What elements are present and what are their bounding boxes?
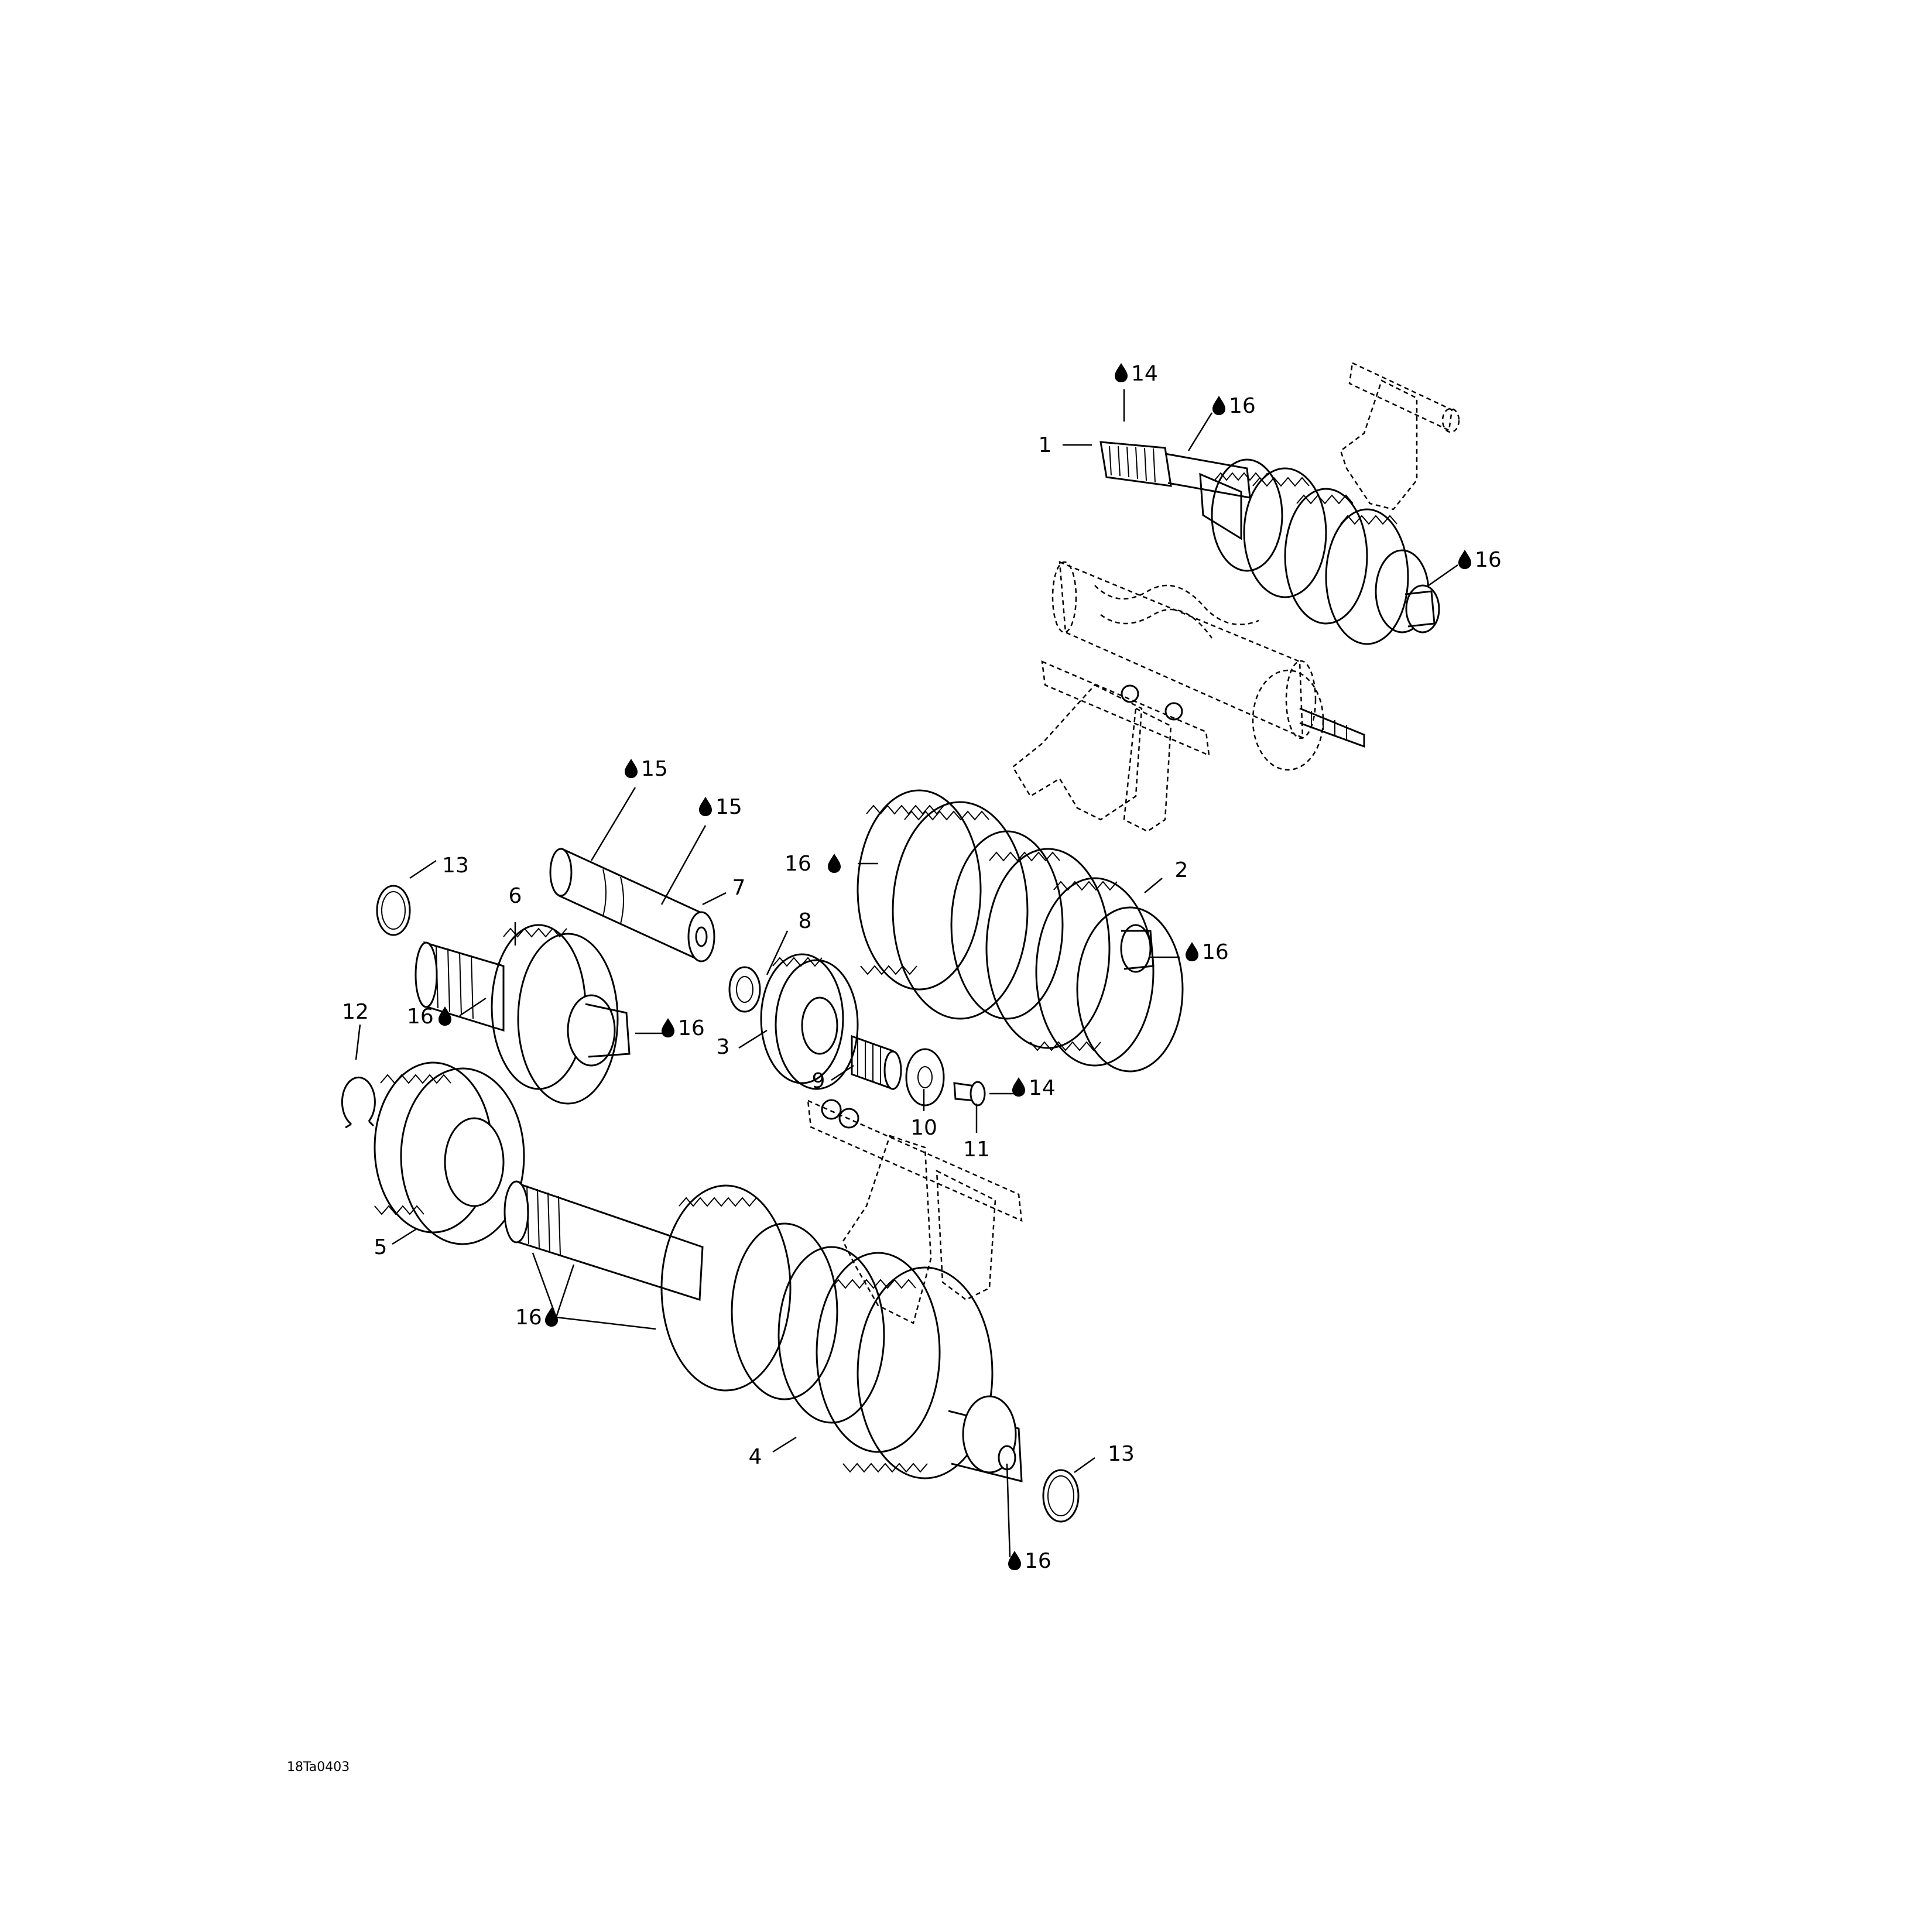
drop-icon — [545, 1307, 558, 1327]
callout-16-output-end: 16 — [1025, 1549, 1051, 1573]
item-13-ring-lower — [1042, 1469, 1080, 1523]
shift-fork-lower — [807, 1099, 1023, 1324]
item-3-gear — [760, 953, 859, 1090]
leader-lines — [355, 389, 1458, 1558]
shift-fork-upper — [1340, 362, 1460, 511]
item-9-needle-bearing — [851, 1034, 902, 1091]
callout-13-lower: 13 — [1108, 1442, 1135, 1466]
drop-icon — [1458, 550, 1471, 569]
callout-16-gear6-end: 16 — [678, 1016, 705, 1040]
item-10-thrust-washer — [905, 1048, 945, 1107]
drop-icon — [662, 1018, 674, 1037]
callout-16-gear6-left: 16 — [407, 1005, 434, 1029]
item-8-washer — [728, 966, 761, 1013]
item-5-gear — [374, 1061, 525, 1245]
callout-8: 8 — [799, 909, 812, 933]
drop-icon — [1115, 363, 1128, 382]
drop-icon — [1012, 1077, 1025, 1097]
item-1-countershaft-assembly — [1099, 441, 1440, 645]
callout-5: 5 — [374, 1235, 388, 1259]
shift-fork-middle — [1012, 660, 1210, 833]
item-7-shaft — [549, 847, 715, 962]
callout-6: 6 — [509, 884, 522, 908]
item-12-circlip — [341, 1076, 376, 1129]
item-4-output-shaft-assembly — [503, 1180, 1023, 1482]
drop-icon — [699, 797, 712, 816]
item-8-washer-inner — [736, 976, 753, 1003]
drop-icon — [1212, 396, 1225, 415]
shift-drum — [1051, 561, 1365, 771]
callout-16-cluster-end: 16 — [1202, 940, 1229, 964]
drawing-code: 18Ta0403 — [287, 1760, 350, 1775]
callout-12: 12 — [342, 1000, 369, 1024]
callout-16-shaft-top: 16 — [1229, 394, 1256, 418]
callout-14-top: 14 — [1131, 362, 1158, 386]
callout-16-output-splines: 16 — [515, 1306, 542, 1330]
callout-1: 1 — [1039, 433, 1052, 457]
callout-15-a: 15 — [641, 757, 668, 781]
callout-10: 10 — [910, 1116, 937, 1140]
callout-14-screw: 14 — [1029, 1076, 1056, 1100]
drop-icon — [828, 854, 841, 873]
item-13-ring-upper — [376, 885, 411, 936]
callout-16-cluster-left: 16 — [785, 852, 811, 876]
item-11-screw — [953, 1081, 986, 1107]
drop-icon — [625, 759, 638, 778]
callout-16-shaft-end: 16 — [1475, 548, 1502, 572]
item-2-gear-cluster — [857, 789, 1184, 1073]
callout-9: 9 — [812, 1069, 825, 1093]
item-13-ring-lower-inner — [1047, 1475, 1074, 1516]
callout-4: 4 — [749, 1445, 762, 1469]
item-10-washer-bore — [917, 1066, 933, 1088]
item-13-ring-upper-inner — [381, 891, 406, 930]
callout-13-upper: 13 — [442, 854, 469, 878]
callout-7: 7 — [732, 876, 746, 900]
callouts: 1 2 3 4 5 6 7 8 9 10 11 12 13 13 14 14 1… — [342, 362, 1502, 1573]
item-6-gear-shaft — [415, 924, 631, 1105]
callout-15-b: 15 — [715, 795, 742, 819]
callout-11: 11 — [963, 1138, 990, 1162]
drop-icon — [1186, 942, 1198, 961]
callout-2: 2 — [1175, 858, 1188, 882]
callout-3: 3 — [717, 1035, 730, 1059]
